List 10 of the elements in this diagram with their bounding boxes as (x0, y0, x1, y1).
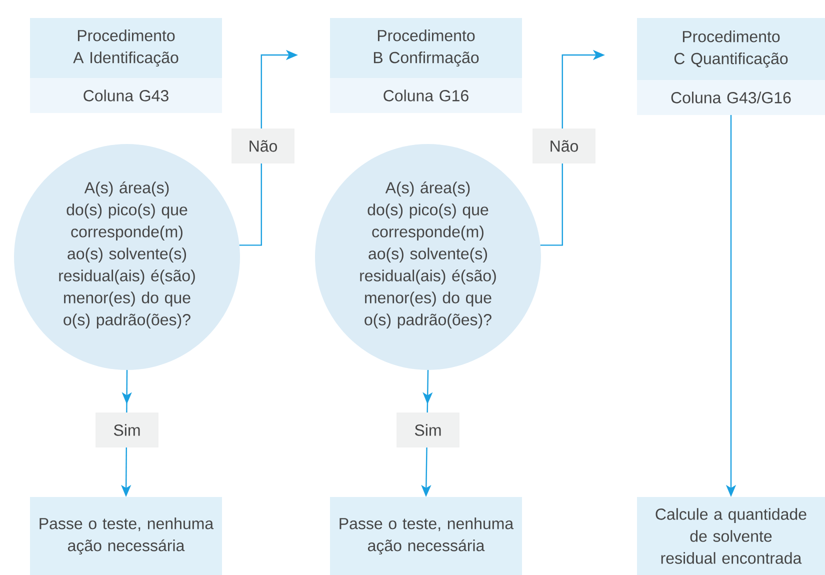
result-box: Passe o teste, nenhuma ação necessária (30, 497, 222, 575)
procedure-box: Procedimento B Confirmação Coluna G16 (330, 18, 522, 113)
edge-label: Sim (396, 412, 460, 448)
procedure-box: Procedimento C Quantificação Coluna G43/G16 (637, 18, 825, 115)
result-box: Calcule a quantidade de solvente residual encontrada (637, 497, 825, 575)
procedure-box: Procedimento A Identificação Coluna G43 (30, 18, 222, 113)
edge-label: Sim (96, 412, 158, 448)
edge-label: Não (232, 128, 294, 164)
result-box: Passe o teste, nenhuma ação necessária (330, 497, 522, 575)
edge-label: Não (532, 128, 596, 164)
